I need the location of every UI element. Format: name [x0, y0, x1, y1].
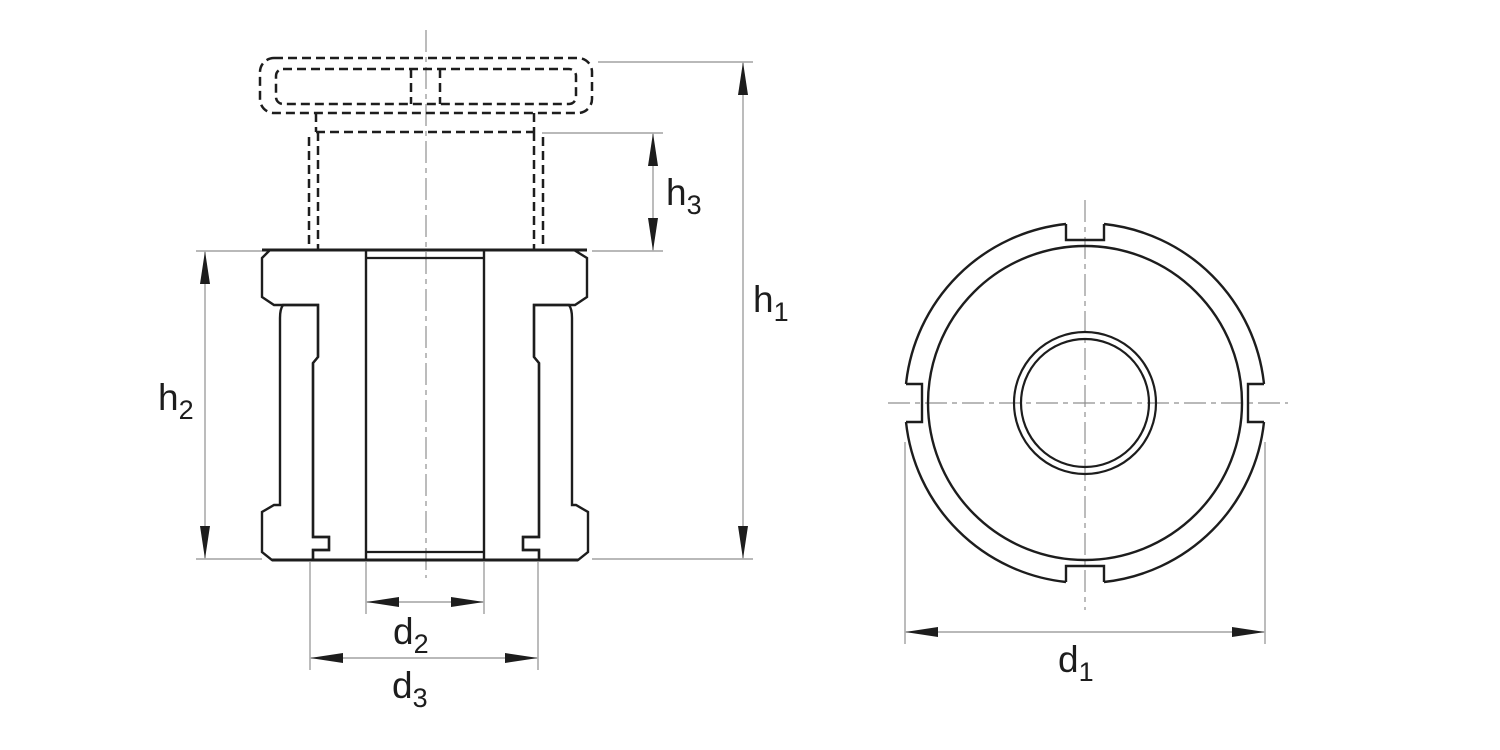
sleeve-section-left — [260, 303, 331, 562]
knob-inner-dashed — [274, 67, 578, 106]
d1-arrow-left — [905, 627, 938, 637]
outer-arc-nw — [904, 222, 1067, 385]
dimension-d3: d3 — [309, 562, 539, 713]
dimension-d2: d2 — [365, 562, 485, 659]
dim-label-d2: d2 — [393, 611, 429, 659]
h2-arrow-bottom — [200, 526, 210, 559]
d2-arrow-left — [366, 597, 399, 607]
h3-arrow-top — [648, 133, 658, 166]
h1-arrow-top — [738, 62, 748, 95]
outer-arc-ne — [1103, 222, 1266, 385]
front-section-view — [258, 56, 594, 562]
dim-label-h3: h3 — [666, 172, 702, 220]
h1-arrow-bottom — [738, 526, 748, 559]
notch-bottom — [1064, 564, 1106, 582]
outer-arc-sw — [904, 421, 1067, 584]
h2-arrow-top — [200, 251, 210, 284]
knob-outer-dashed — [258, 56, 594, 115]
outer-arc-se — [1103, 421, 1266, 584]
dim-label-h2: h2 — [158, 377, 194, 425]
dim-label-d3: d3 — [392, 665, 428, 713]
dimension-h1: h1 — [592, 61, 789, 560]
d3-arrow-right — [505, 653, 538, 663]
top-view — [904, 222, 1266, 584]
dimension-h2: h2 — [158, 250, 262, 560]
h3-arrow-bottom — [648, 218, 658, 251]
dimension-d1: d1 — [904, 442, 1266, 687]
dim-label-h1: h1 — [753, 279, 789, 327]
d2-arrow-right — [451, 597, 484, 607]
dimensions: h2 h1 h3 d2 — [158, 61, 1266, 713]
flange-inner-circle — [926, 244, 1244, 562]
d3-arrow-left — [310, 653, 343, 663]
sleeve-section-right — [521, 303, 590, 562]
dimension-h3: h3 — [542, 132, 702, 252]
centerlines — [425, 30, 1288, 610]
hidden-knob-outline — [258, 56, 594, 250]
d1-arrow-right — [1232, 627, 1265, 637]
notch-left — [906, 382, 924, 424]
notch-right — [1246, 382, 1264, 424]
notch-top — [1064, 224, 1106, 242]
dim-label-d1: d1 — [1058, 639, 1094, 687]
outer-circle-with-notches — [904, 222, 1266, 584]
bore-thread-circle — [1012, 330, 1158, 476]
bore-circle — [1019, 337, 1151, 469]
